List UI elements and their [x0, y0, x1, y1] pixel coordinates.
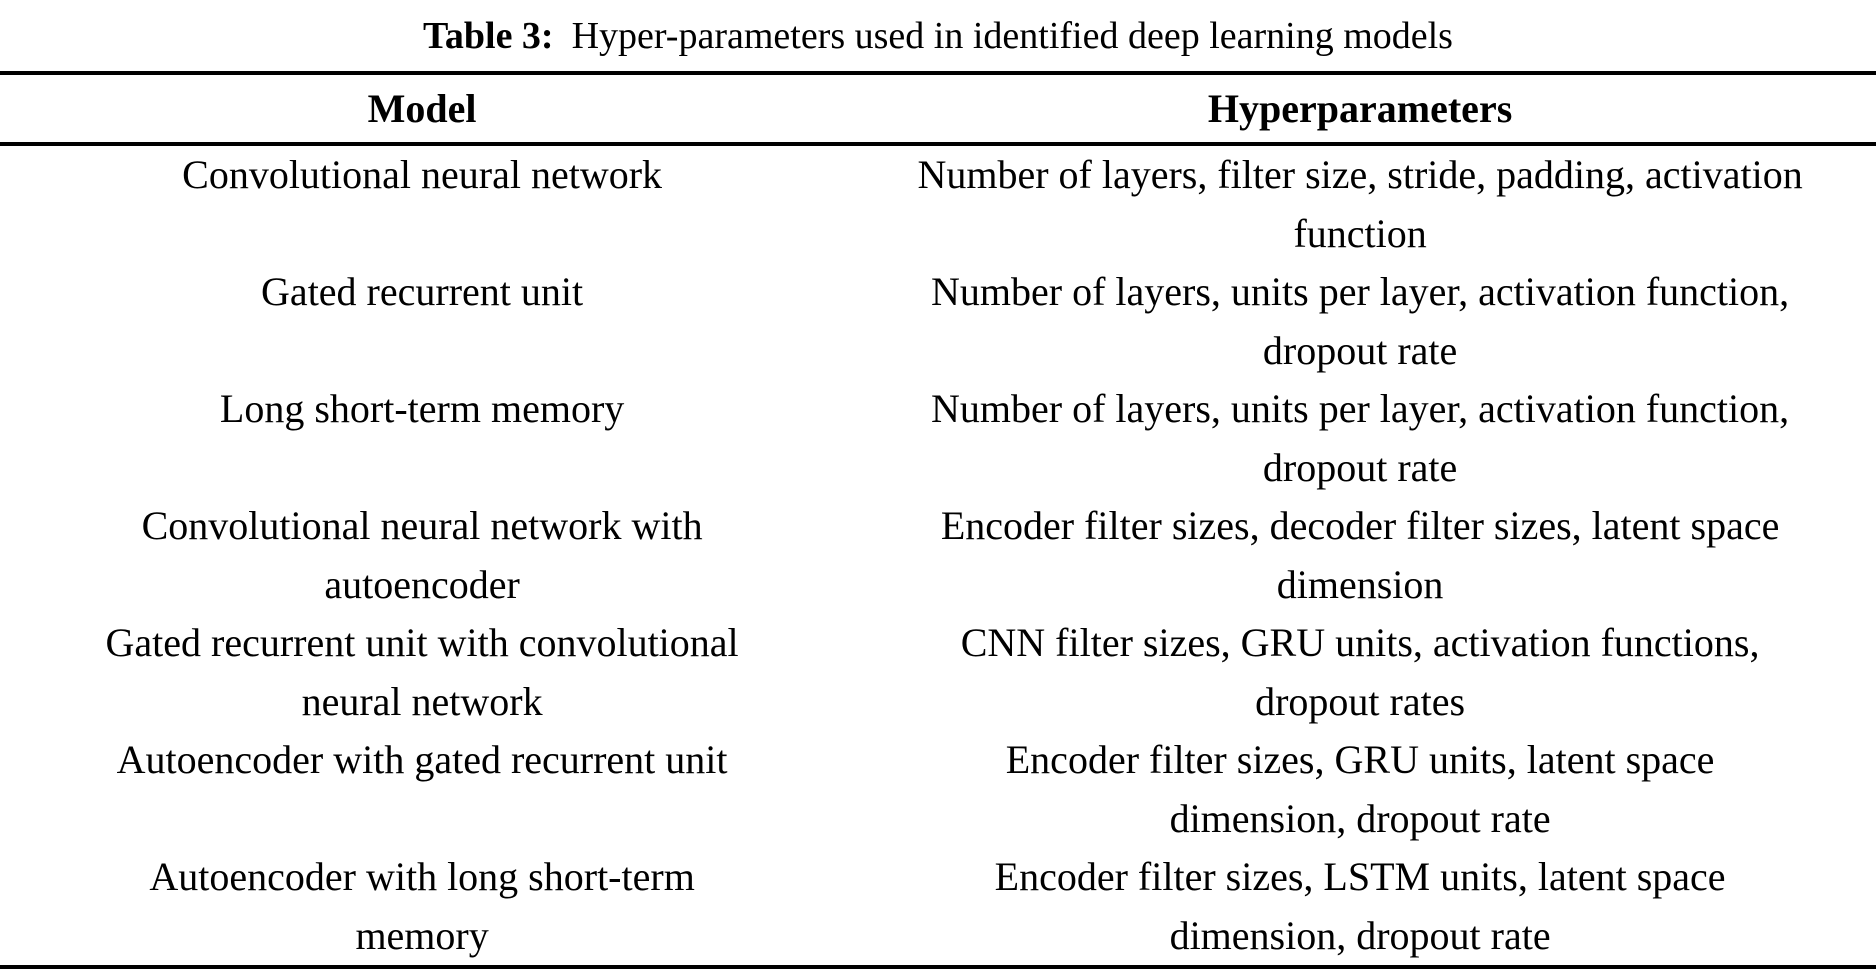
table-row: Convolutional neural network with autoen…	[0, 497, 1876, 614]
table-row: Autoencoder with gated recurrent unit Enc…	[0, 731, 1876, 848]
column-header-hyperparameters: Hyperparameters	[844, 73, 1876, 146]
model-cell: Convolutional neural network	[182, 152, 663, 197]
table-caption-label: Table 3:	[423, 15, 554, 57]
hyperparameters-cell: Number of layers, units per layer, activ…	[931, 386, 1790, 490]
table-caption: Table 3: Hyper-parameters used in identif…	[0, 0, 1876, 71]
model-cell: Convolutional neural network with autoen…	[141, 503, 703, 607]
model-cell: Long short-term memory	[219, 386, 625, 431]
model-cell: Gated recurrent unit	[261, 269, 584, 314]
table-row: Convolutional neural network Number of la…	[0, 144, 1876, 263]
hyperparameters-cell: Encoder filter sizes, LSTM units, latent…	[994, 854, 1726, 958]
table-row: Autoencoder with long short-term memory E…	[0, 848, 1876, 967]
hyperparameters-table: Model Hyperparameters Convolutional neur…	[0, 71, 1876, 969]
model-cell: Gated recurrent unit with convolutional …	[105, 620, 739, 724]
hyperparameters-cell: CNN filter sizes, GRU units, activation …	[960, 620, 1760, 724]
hyperparameters-cell: Encoder filter sizes, decoder filter siz…	[940, 503, 1780, 607]
hyperparameters-cell: Number of layers, units per layer, activ…	[931, 269, 1790, 373]
table-row: Gated recurrent unit Number of layers, un…	[0, 263, 1876, 380]
table-header-row: Model Hyperparameters	[0, 73, 1876, 146]
table-caption-text: Hyper-parameters used in identified deep…	[571, 15, 1453, 57]
model-cell: Autoencoder with gated recurrent unit	[116, 737, 728, 782]
hyperparameters-cell: Number of layers, filter size, stride, p…	[917, 152, 1803, 256]
model-cell: Autoencoder with long short-term memory	[149, 854, 695, 958]
hyperparameters-cell: Encoder filter sizes, GRU units, latent …	[1005, 737, 1715, 841]
table-row: Long short-term memory Number of layers, …	[0, 380, 1876, 497]
column-header-model: Model	[0, 73, 845, 146]
table-row: Gated recurrent unit with convolutional …	[0, 614, 1876, 731]
